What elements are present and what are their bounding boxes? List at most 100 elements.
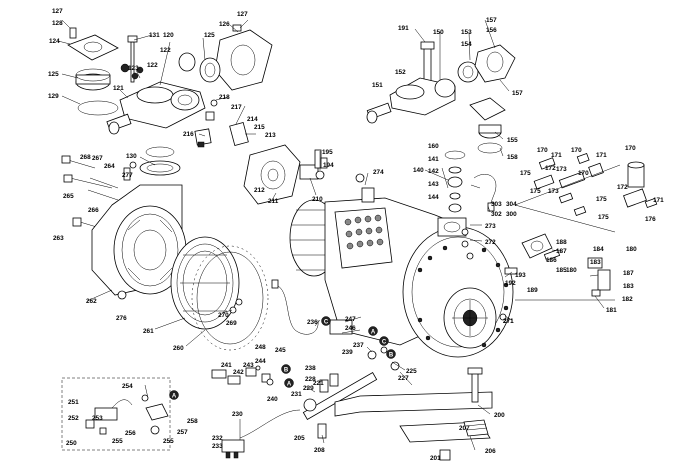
svg-text:C: C (324, 320, 329, 326)
sensor-cable-236 (271, 279, 319, 335)
misc-small-parts (129, 161, 507, 321)
callout-276: 276 (116, 315, 127, 322)
callout-258: 258 (187, 418, 198, 425)
callout-176: 176 (645, 216, 656, 223)
callout-175: 175 (598, 214, 609, 221)
callout-255: 255 (112, 438, 123, 445)
callout-173: 173 (548, 188, 559, 195)
callout-228: 228 (305, 376, 316, 383)
callout-157: 157 (512, 90, 523, 97)
callout-170: 170 (578, 170, 589, 177)
callout-141: 141 (428, 156, 439, 163)
callout-200: 200 (494, 412, 505, 419)
callout-189: 189 (527, 287, 538, 294)
callout-154: 154 (461, 41, 472, 48)
callout-201: 201 (430, 455, 441, 462)
callout-206: 206 (485, 448, 496, 455)
callout-265: 265 (63, 193, 74, 200)
callout-175: 175 (530, 188, 541, 195)
callout-158: 158 (507, 154, 518, 161)
callout-171: 171 (551, 152, 562, 159)
callout-157: 157 (486, 17, 497, 24)
callout-207: 207 (459, 425, 470, 432)
callout-255: 255 (163, 438, 174, 445)
callout-251: 251 (68, 399, 79, 406)
callout-127: 127 (237, 11, 248, 18)
gasket-260 (191, 245, 269, 351)
callout-218: 218 (219, 94, 230, 101)
callout-268: 268 (80, 154, 91, 161)
callout-180: 180 (566, 267, 577, 274)
callout-260: 260 (173, 345, 184, 352)
callout-127: 127 (52, 8, 63, 15)
callout-304: 304 (506, 201, 517, 208)
callout-264: 264 (104, 163, 115, 170)
callout-180: 180 (626, 246, 637, 253)
sensor-group-170 (514, 152, 658, 233)
callout-151: 151 (372, 82, 383, 89)
svg-text:B: B (389, 353, 394, 359)
callout-262: 262 (86, 298, 97, 305)
callout-128: 128 (52, 20, 63, 27)
callout-212: 212 (254, 187, 265, 194)
callout-123: 123 (128, 65, 139, 72)
svg-text:B: B (284, 368, 289, 374)
marker-a-1: A (368, 326, 378, 336)
callout-227: 227 (398, 375, 409, 382)
flange-128-assembly (67, 27, 119, 116)
callout-236: 236 (307, 319, 318, 326)
callout-182: 182 (622, 296, 633, 303)
callout-175: 175 (596, 196, 607, 203)
callout-171: 171 (596, 152, 607, 159)
reference-markers: A B C C A B A (169, 316, 396, 400)
callout-210: 210 (312, 196, 323, 203)
cover-126 (178, 24, 273, 91)
callout-150: 150 (433, 29, 444, 36)
callout-242: 242 (233, 369, 244, 376)
callout-171: 171 (653, 197, 664, 204)
callout-229: 229 (303, 385, 314, 392)
callout-257: 257 (177, 429, 188, 436)
callout-186: 186 (546, 257, 557, 264)
terminal-block (344, 214, 384, 250)
callout-261: 261 (143, 328, 154, 335)
callout-120: 120 (163, 32, 174, 39)
callout-300: 300 (506, 211, 517, 218)
callout-225: 225 (406, 368, 417, 375)
bolts-263 (61, 155, 131, 229)
callout-266: 266 (88, 207, 99, 214)
callout-267: 267 (92, 155, 103, 162)
callout-245: 245 (275, 347, 286, 354)
pressure-switch-180 (504, 233, 615, 301)
callout-172: 172 (617, 184, 628, 191)
callout-181: 181 (606, 307, 617, 314)
cable-230 (221, 409, 301, 459)
callout-246: 246 (345, 325, 356, 332)
callout-155: 155 (507, 137, 518, 144)
valve-block-150 (366, 41, 516, 154)
callout-122: 122 (160, 47, 171, 54)
callout-125: 125 (48, 71, 59, 78)
callout-252: 252 (68, 415, 79, 422)
svg-text:A: A (371, 330, 376, 336)
callout-233: 233 (212, 443, 223, 450)
callout-122: 122 (147, 62, 158, 69)
callout-183: 183 (623, 283, 634, 290)
callout-250: 250 (66, 440, 77, 447)
callout-274: 274 (373, 169, 384, 176)
ring-gear-261 (170, 236, 240, 330)
callout-153: 153 (461, 29, 472, 36)
callout-184: 184 (593, 246, 604, 253)
callout-188: 188 (556, 239, 567, 246)
callout-187: 187 (556, 248, 567, 255)
callout-193: 193 (515, 272, 526, 279)
callout-121: 121 (113, 85, 124, 92)
callout-215: 215 (254, 124, 265, 131)
callout-243: 243 (243, 362, 254, 369)
callout-277: 277 (122, 172, 133, 179)
callout-156: 156 (486, 27, 497, 34)
sensor-box-250 (61, 377, 171, 451)
callout-131: 131 (149, 32, 160, 39)
callout-185: 185 (556, 267, 567, 274)
callout-170: 170 (537, 147, 548, 154)
